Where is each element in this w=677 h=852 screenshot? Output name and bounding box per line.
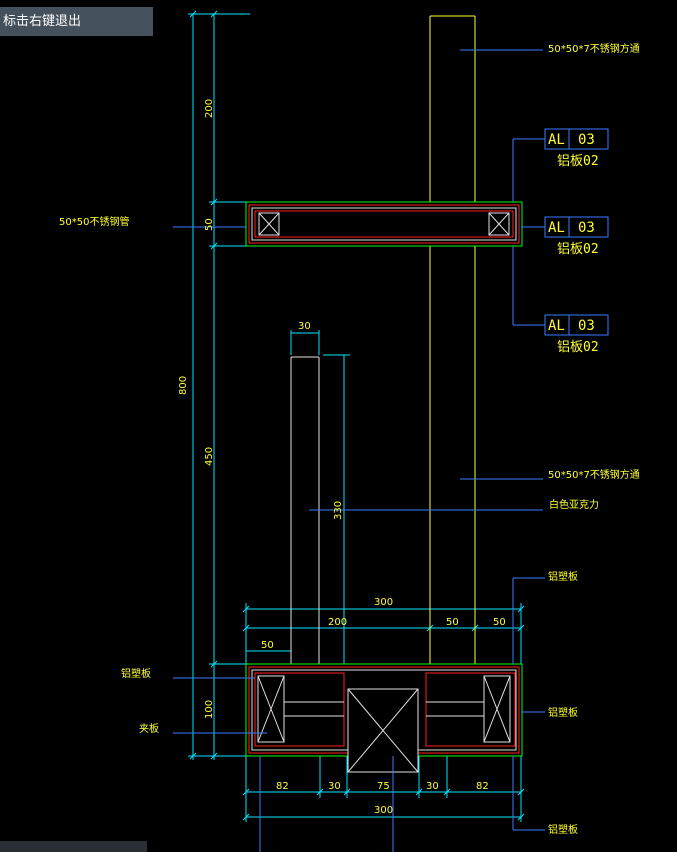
tag-sub-3: 铝板02	[557, 340, 599, 355]
dim-75: 75	[377, 781, 390, 792]
dim-30-a: 30	[328, 781, 341, 792]
dim-30-top: 30	[298, 321, 311, 332]
exit-tooltip: 标击右键退出	[0, 7, 153, 36]
dim-50-top: 50	[204, 218, 215, 231]
label-pipe-left: 50*50不锈钢管	[59, 215, 129, 228]
dim-200-mid: 200	[328, 617, 347, 628]
tag-code-2: AL	[548, 220, 565, 236]
label-alu-bottom-right: 铝塑板	[548, 823, 578, 836]
dim-82-a: 82	[276, 781, 289, 792]
label-alu-top-right: 铝塑板	[548, 570, 578, 583]
dim-30-b: 30	[426, 781, 439, 792]
dim-300-top: 300	[374, 597, 393, 608]
dim-300-bot: 300	[374, 805, 393, 816]
dim-50-mid-a: 50	[446, 617, 459, 628]
label-plywood: 夹板	[139, 722, 159, 735]
base-member	[245, 663, 523, 773]
dimension-ticks	[189, 10, 525, 821]
dim-82-b: 82	[476, 781, 489, 792]
dim-800: 800	[178, 376, 189, 395]
tag-sub-2: 铝板02	[557, 242, 599, 257]
tag-boxes	[544, 128, 609, 336]
dim-100: 100	[204, 700, 215, 719]
bottom-toolbar[interactable]	[0, 841, 147, 852]
dim-200-top: 200	[204, 99, 215, 118]
tag-code-1: AL	[548, 132, 565, 148]
label-alu-right: 铝塑板	[548, 706, 578, 719]
label-acrylic: 白色亚克力	[549, 498, 599, 511]
tag-num-1: 03	[578, 132, 595, 148]
label-alu-left: 铝塑板	[121, 667, 151, 680]
dim-50-left: 50	[261, 640, 274, 651]
dim-330: 330	[333, 501, 344, 520]
tag-code-3: AL	[548, 318, 565, 334]
label-tube-mid: 50*50*7不锈钢方通	[548, 468, 640, 481]
label-tube-top: 50*50*7不锈钢方通	[548, 42, 640, 55]
dim-50-mid-b: 50	[493, 617, 506, 628]
leader-lines	[173, 49, 545, 852]
top-member	[245, 201, 523, 247]
tag-num-3: 03	[578, 318, 595, 334]
tag-sub-1: 铝板02	[557, 154, 599, 169]
dim-450: 450	[204, 447, 215, 466]
tag-num-2: 03	[578, 220, 595, 236]
vertical-tube	[429, 15, 476, 664]
